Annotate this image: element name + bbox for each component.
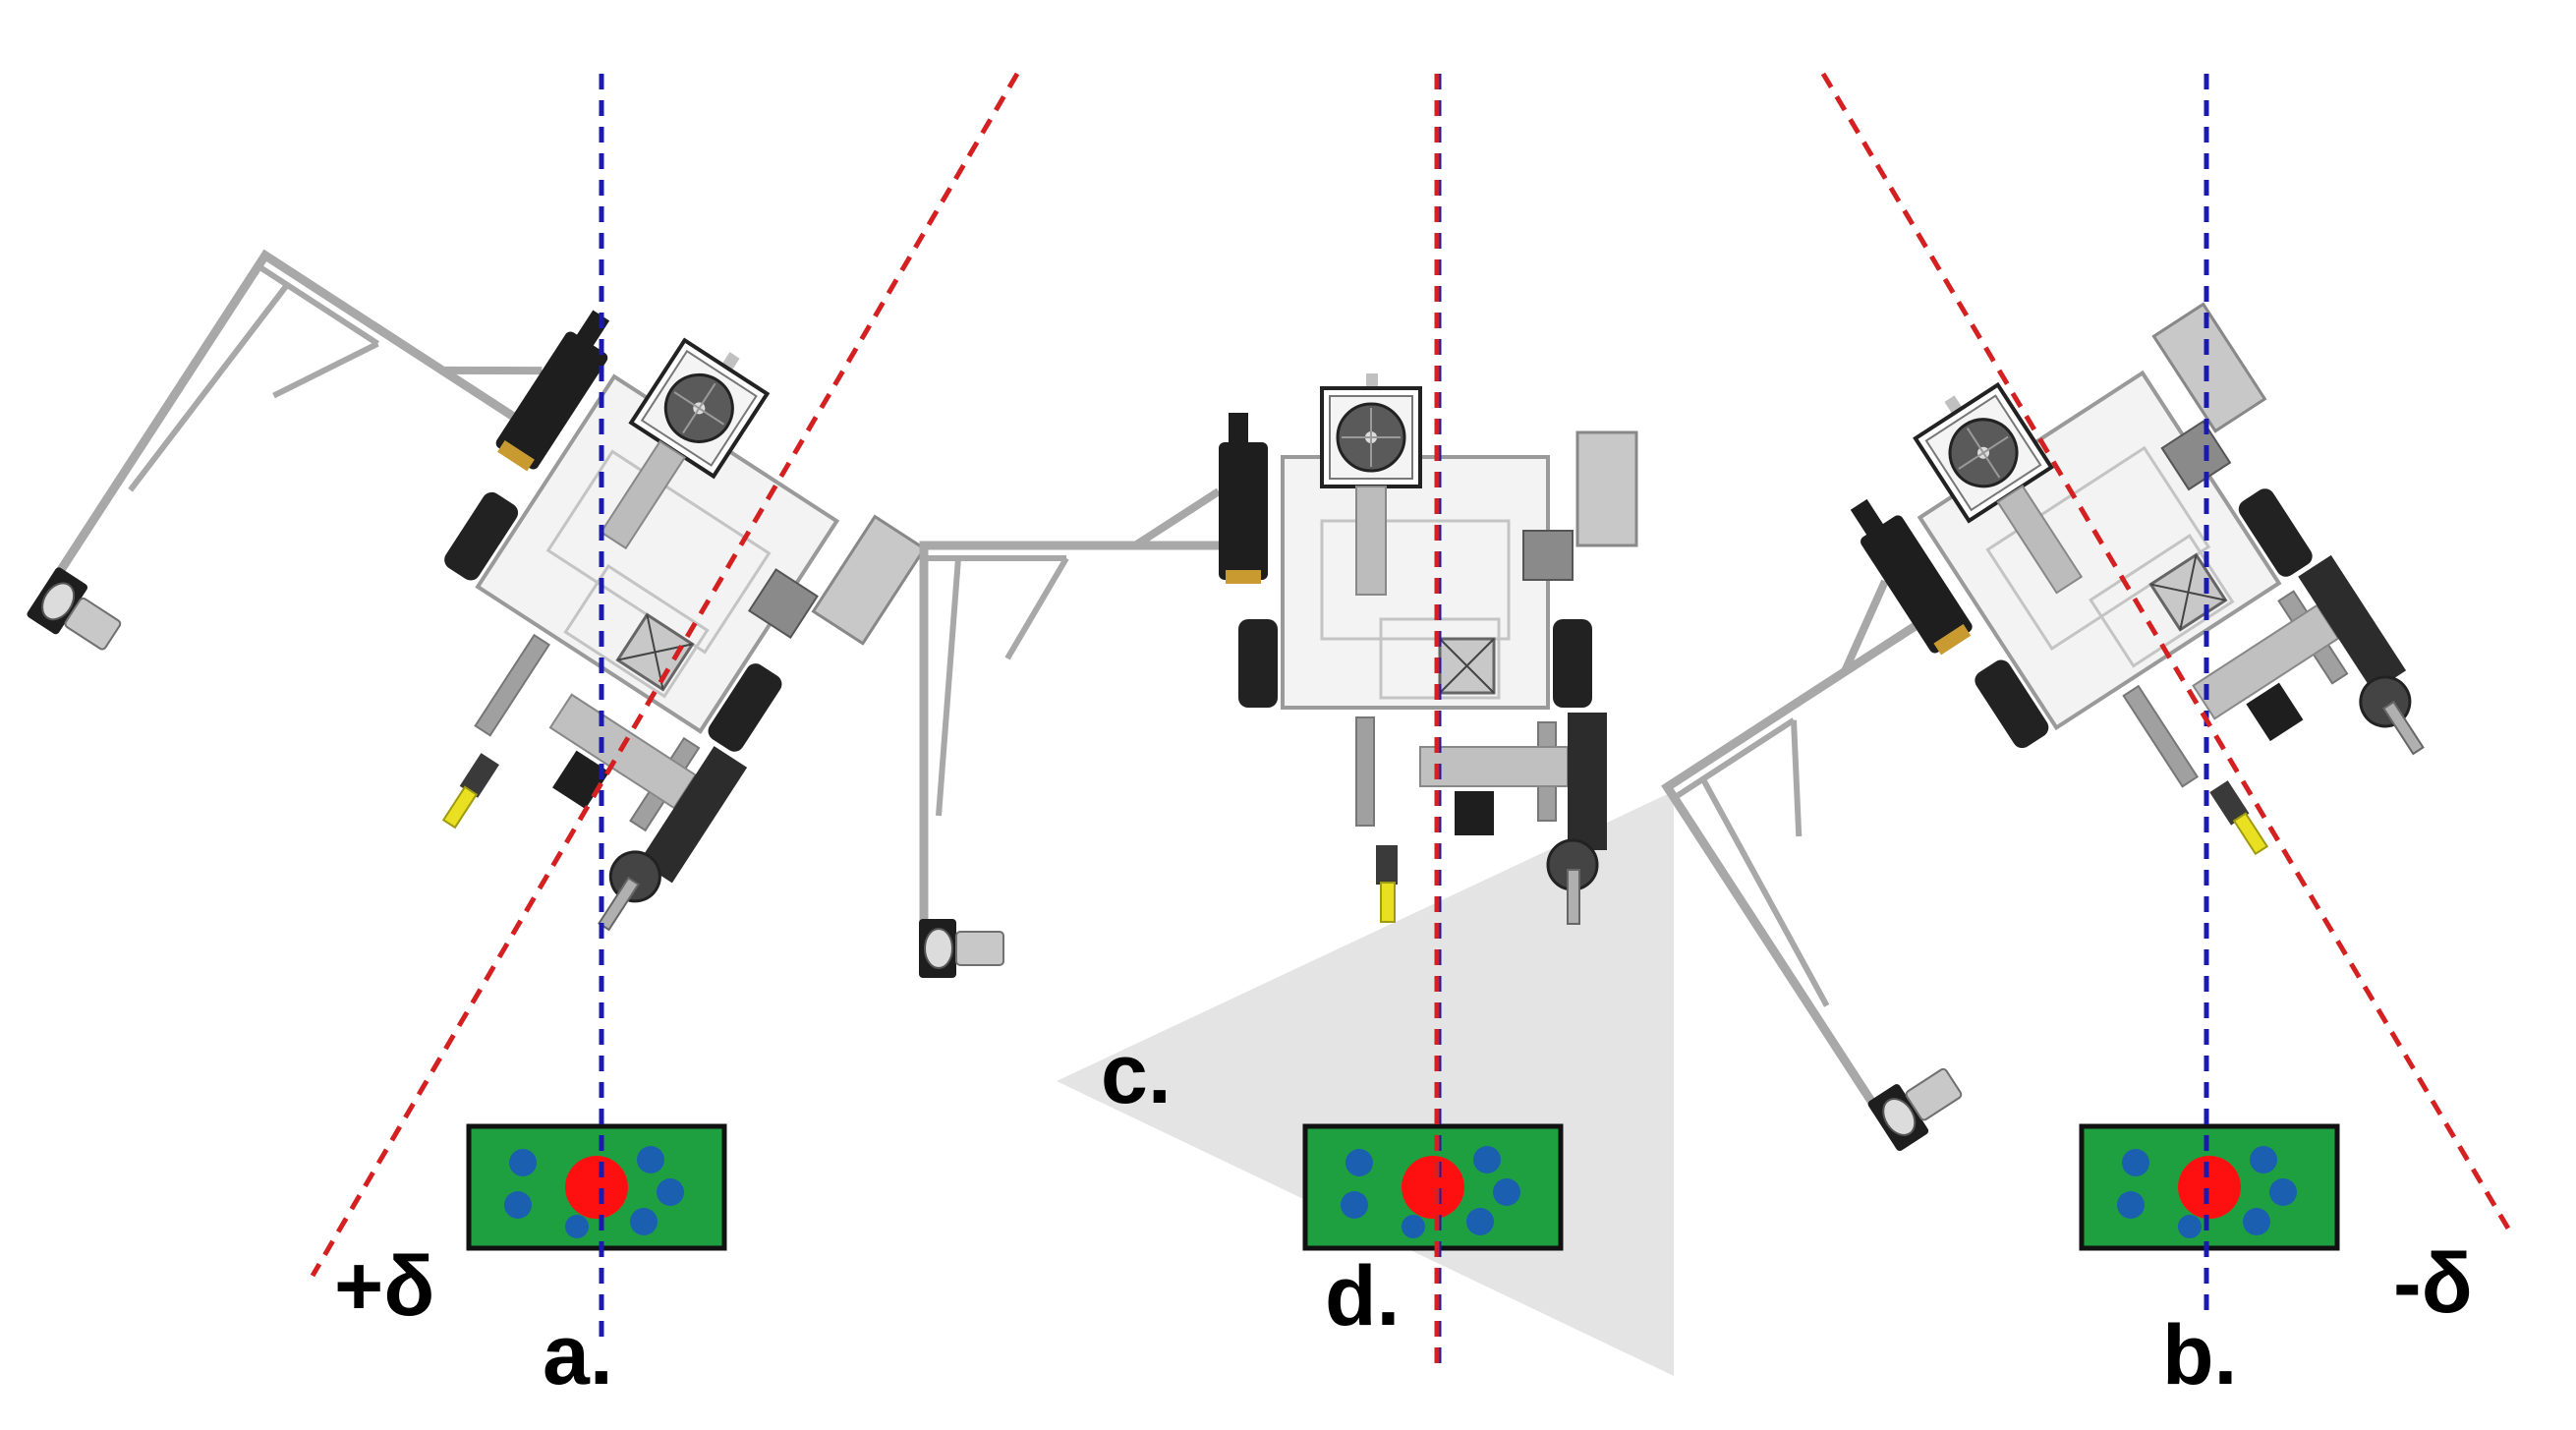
angle-positive-label: +δ	[334, 1239, 434, 1334]
target-board-icon	[469, 1126, 724, 1248]
panel-b-label: b.	[2162, 1308, 2237, 1402]
target-board-icon	[1305, 1126, 1561, 1248]
target-board-icon	[2082, 1126, 2337, 1248]
heading-line-b	[1820, 72, 2514, 1235]
target-board-d	[1305, 1126, 1561, 1248]
angle-negative-label: -δ	[2393, 1236, 2473, 1331]
robot-icon	[26, 108, 956, 1005]
target-board-b	[2082, 1126, 2337, 1248]
panel-b-robot	[1570, 255, 2500, 1152]
target-board-a	[469, 1126, 724, 1248]
panel-d-label: d.	[1325, 1249, 1400, 1344]
panel-a-robot	[26, 108, 956, 1005]
heading-line-a	[310, 72, 1020, 1278]
robot-icon	[1570, 255, 2500, 1152]
panel-c-label: c.	[1101, 1027, 1172, 1121]
panel-a-label: a.	[543, 1308, 613, 1402]
